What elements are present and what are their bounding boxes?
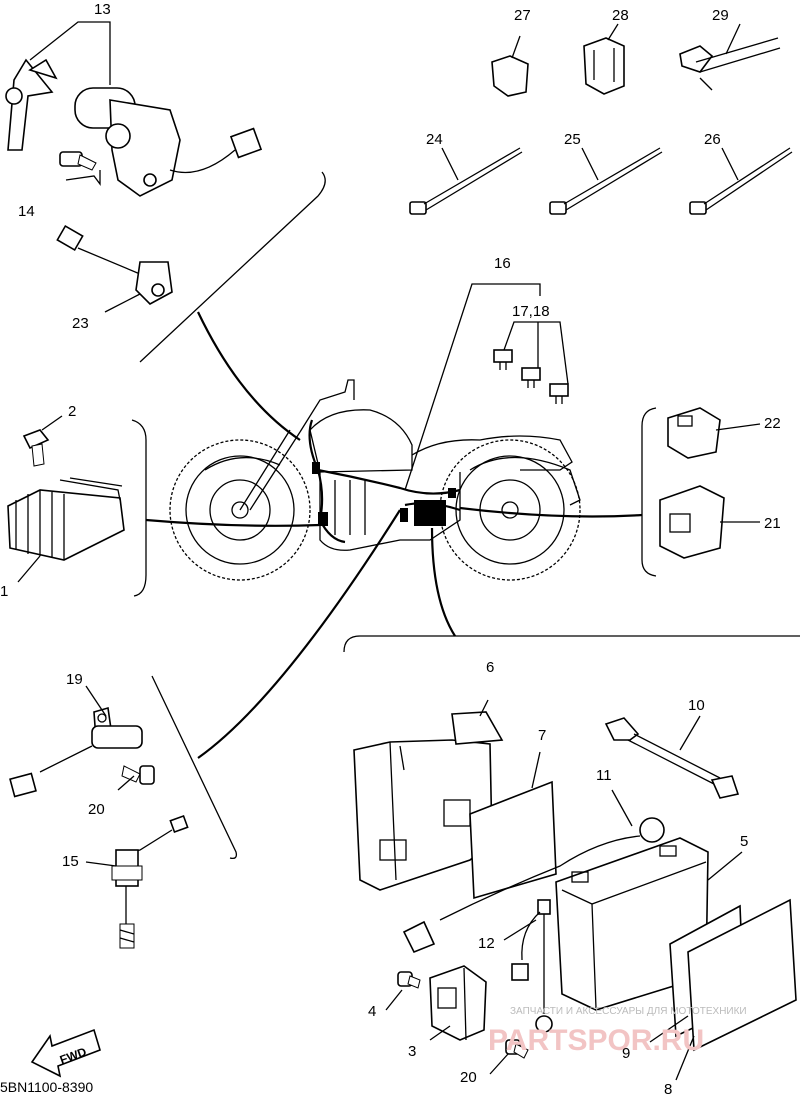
- callout-13: 13: [94, 1, 111, 18]
- clamp-27: [491, 35, 529, 97]
- pad-7: [469, 751, 557, 900]
- callout-23: 23: [72, 315, 89, 332]
- starter-relay-3: [429, 965, 487, 1041]
- bottom-left-group-bracket: [151, 675, 238, 860]
- lead-switch-23: [56, 224, 173, 313]
- callout-12: 12: [478, 935, 495, 952]
- motorcycle-outline: [169, 379, 581, 581]
- pad-8: [675, 898, 797, 1081]
- right-middle-group-bracket: [641, 407, 657, 577]
- screw-4: [385, 971, 421, 1011]
- screw-20-left: [117, 765, 155, 791]
- callout-7: 7: [538, 727, 546, 744]
- callout-28: 28: [612, 7, 629, 24]
- cable-tie-25: [549, 147, 663, 215]
- callout-16: 16: [494, 255, 511, 272]
- callout-20-left: 20: [88, 801, 105, 818]
- callout-26: 26: [704, 131, 721, 148]
- leader-to-right: [459, 506, 643, 518]
- battery-5: [555, 837, 743, 1011]
- fuses-17-18: [493, 321, 569, 404]
- callout-5: 5: [740, 833, 748, 850]
- callout-25: 25: [564, 131, 581, 148]
- left-middle-group-bracket: [131, 419, 147, 597]
- leader-to-top-left: [197, 311, 301, 441]
- leader-to-relays: [404, 283, 541, 491]
- bottom-right-group-bracket: [343, 635, 800, 653]
- callout-2: 2: [68, 403, 76, 420]
- battery-band-10: [604, 715, 740, 799]
- callout-10: 10: [688, 697, 705, 714]
- callout-11: 11: [596, 767, 612, 784]
- relay-22: [667, 407, 761, 459]
- screw-20-right: [489, 1039, 529, 1075]
- callout-8: 8: [664, 1081, 672, 1097]
- cable-tie-24: [409, 147, 523, 215]
- top-left-group-bracket: [139, 171, 326, 363]
- callout-15: 15: [62, 853, 79, 870]
- rectifier-regulator-1: [7, 477, 125, 583]
- fwd-arrow: FWD: [30, 1028, 101, 1078]
- leader-to-bottom-left: [197, 509, 401, 759]
- leader-to-left: [145, 518, 321, 527]
- callout-3: 3: [408, 1043, 416, 1060]
- bolt-2: [22, 415, 63, 467]
- oil-switch-15: [85, 814, 189, 949]
- callout-27: 27: [514, 7, 531, 24]
- relay-21: [659, 485, 760, 559]
- leader-to-bottom-right: [430, 527, 456, 637]
- callout-9: 9: [622, 1045, 630, 1062]
- watermark-caption: ЗАПЧАСТИ И АКСЕССУАРЫ ДЛЯ МОТОТЕХНИКИ: [510, 1006, 747, 1017]
- negative-lead-11: [402, 789, 665, 954]
- diagram-code: 5BN1100-8390: [0, 1079, 93, 1095]
- cable-tie-26: [689, 147, 793, 215]
- watermark-brand: PARTSPOR.RU: [488, 1024, 704, 1057]
- callout-17-18: 17,18: [512, 303, 550, 320]
- switch-19: [9, 685, 143, 798]
- callout-29: 29: [712, 7, 729, 24]
- callout-14: 14: [18, 203, 35, 220]
- callout-1: 1: [0, 583, 8, 600]
- main-switch-assembly: [5, 21, 263, 197]
- callout-24: 24: [426, 131, 443, 148]
- callout-6: 6: [486, 659, 494, 676]
- callout-4: 4: [368, 1003, 376, 1020]
- callout-22: 22: [764, 415, 781, 432]
- holder-28: [583, 23, 625, 95]
- callout-19: 19: [66, 671, 83, 688]
- band-29: [679, 23, 781, 91]
- battery-box-6: [353, 699, 504, 891]
- positive-lead-12: [503, 899, 553, 1033]
- callout-21: 21: [764, 515, 781, 532]
- screw-14: [59, 151, 101, 186]
- callout-20-right: 20: [460, 1069, 477, 1086]
